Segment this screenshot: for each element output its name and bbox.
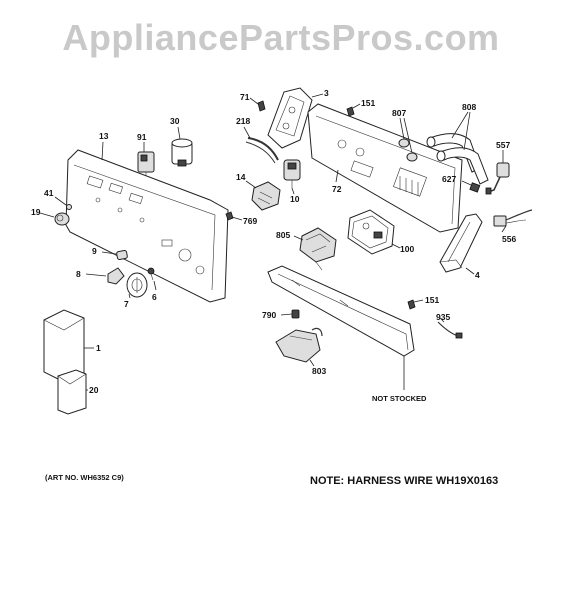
- knob-part-19: [54, 212, 70, 226]
- callout-20: 20: [89, 385, 99, 395]
- callout-10: 10: [290, 194, 300, 204]
- callout-100: 100: [400, 244, 414, 254]
- callout-19: 19: [31, 207, 41, 217]
- connector-part-556: [493, 209, 533, 227]
- fitting-part-627: [469, 182, 481, 193]
- literature-part-20: [57, 369, 87, 415]
- leader-4: [465, 267, 475, 275]
- leader-100: [391, 243, 401, 249]
- module-part-100: [347, 209, 395, 255]
- callout-807: 807: [392, 108, 406, 118]
- leader-769: [231, 216, 243, 221]
- leader-30: [177, 126, 181, 140]
- leader-8: [85, 273, 107, 277]
- callout-13: 13: [99, 131, 109, 141]
- callout-151-lower: 151: [425, 295, 439, 305]
- switch-part-91: [137, 151, 155, 176]
- callout-30: 30: [170, 116, 180, 126]
- callout-218: 218: [236, 116, 250, 126]
- wire-part-935: [437, 321, 463, 339]
- callout-556: 556: [502, 234, 516, 244]
- leader-805: [293, 235, 304, 241]
- leader-151-lower: [413, 299, 424, 303]
- callout-805: 805: [276, 230, 290, 240]
- harness-note: NOTE: HARNESS WIRE WH19X0163: [310, 475, 498, 487]
- leader-808b: [463, 111, 471, 151]
- callout-41: 41: [44, 188, 54, 198]
- sensor-part-557: [485, 162, 510, 195]
- callout-7: 7: [124, 299, 129, 309]
- callout-803: 803: [312, 366, 326, 376]
- callout-769: 769: [243, 216, 257, 226]
- module-part-805: [299, 227, 337, 271]
- dial-part-7: [126, 272, 148, 298]
- leader-14: [245, 180, 257, 189]
- dispenser-part-803: [275, 327, 323, 363]
- leader-807a: [399, 117, 405, 140]
- leader-71: [249, 97, 259, 105]
- screw-part-151-top: [346, 106, 355, 117]
- clip-part-790: [291, 309, 300, 319]
- cap-part-807: [398, 138, 418, 162]
- leader-556: [501, 225, 507, 233]
- control-panel-part-13: [65, 149, 229, 303]
- leader-19: [39, 212, 55, 218]
- leader-935: [439, 317, 445, 323]
- cylinder-part-30: [171, 138, 193, 167]
- callout-9: 9: [92, 246, 97, 256]
- screw-part-71: [257, 100, 266, 112]
- hoses-part-808: [426, 133, 489, 185]
- callout-790: 790: [262, 310, 276, 320]
- leader-808a: [451, 111, 469, 139]
- leader-10: [291, 187, 295, 195]
- part-8: [107, 267, 125, 285]
- leader-807b: [403, 117, 413, 154]
- part-6: [147, 267, 155, 281]
- callout-151-top: 151: [361, 98, 375, 108]
- callout-557: 557: [496, 140, 510, 150]
- callout-935: 935: [436, 312, 450, 322]
- callout-91: 91: [137, 132, 147, 142]
- art-number: (ART NO. WH6352 C9): [45, 473, 124, 482]
- leader-9: [101, 251, 117, 255]
- callout-71: 71: [240, 92, 250, 102]
- leader-151-top: [352, 103, 361, 109]
- bracket-part-4: [439, 213, 483, 273]
- callout-808: 808: [462, 102, 476, 112]
- callout-8: 8: [76, 269, 81, 279]
- screw-part-769: [225, 211, 234, 221]
- callout-72: 72: [332, 184, 342, 194]
- watermark: AppliancePartsPros.com: [62, 17, 499, 58]
- part-9: [116, 250, 128, 260]
- leader-41: [54, 196, 67, 206]
- callout-4: 4: [475, 270, 480, 280]
- leader-72: [335, 169, 339, 183]
- switch-part-14: [251, 181, 281, 211]
- backsplash-part-72: [307, 103, 463, 233]
- callout-627: 627: [442, 174, 456, 184]
- leader-803: [309, 359, 315, 367]
- leader-13: [101, 141, 104, 161]
- leader-7: [128, 293, 131, 299]
- screw-part-151-lower: [407, 299, 416, 310]
- bracket-part-3: [267, 87, 313, 149]
- leader-790: [280, 313, 293, 316]
- hose-part-218: [245, 137, 279, 164]
- callout-1: 1: [96, 343, 101, 353]
- leader-218: [243, 126, 251, 139]
- leader-6: [153, 280, 157, 291]
- leader-3: [311, 93, 324, 98]
- pressure-switch-part-10: [283, 159, 301, 188]
- callout-3: 3: [324, 88, 329, 98]
- callout-14: 14: [236, 172, 246, 182]
- screw-part-41: [66, 204, 72, 210]
- leader-627: [461, 180, 472, 186]
- callout-6: 6: [152, 292, 157, 302]
- lower-bracket-not-stocked: [267, 265, 415, 357]
- not-stocked-label: NOT STOCKED: [372, 394, 427, 403]
